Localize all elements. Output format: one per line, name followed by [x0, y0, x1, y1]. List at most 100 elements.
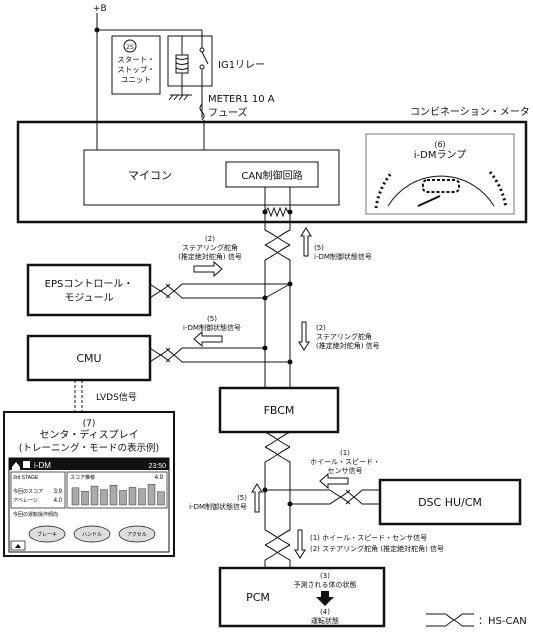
- meter-title: コンビネーション・メータ: [410, 106, 530, 118]
- sig2-top-1: ステアリング舵角: [182, 243, 238, 252]
- sig2-mid-1: ステアリング舵角: [316, 332, 372, 341]
- ss-unit-line-1: スタート・: [117, 55, 155, 64]
- stage-label: 3rd STAGE: [13, 475, 39, 481]
- up-arrow-icon-2: [251, 483, 263, 513]
- gauge-brake-label: ブレーキ: [37, 531, 57, 538]
- dsc-label: DSC HU/CM: [418, 496, 482, 509]
- sig1-dsc-2: センサ信号: [328, 466, 363, 475]
- ss-unit-badge-icon: [123, 39, 137, 53]
- sig5-low-text: i-DM制御状態信号: [189, 502, 247, 511]
- ss-unit-line-3: ユニット: [121, 75, 151, 84]
- power-section: [94, 13, 213, 124]
- sig2-top-2: (推定絶対舵角) 信号: [178, 252, 242, 261]
- fbcm-box: [218, 386, 340, 434]
- sig1-dsc-1: ホイール・スピード・: [310, 458, 380, 466]
- score-bar: [157, 491, 165, 506]
- pcm-4-num: (4): [320, 608, 330, 616]
- chart-top-value: 4.9: [155, 475, 164, 481]
- dsc-box: [378, 478, 522, 526]
- can-circuit-box: [225, 161, 319, 188]
- lamp-panel: [365, 133, 515, 215]
- score-bar: [100, 489, 108, 506]
- fuse-label-2: フューズ: [208, 106, 248, 119]
- down-arrow-icon-3: [294, 529, 306, 559]
- supply-label: +B: [93, 4, 107, 14]
- micon-label: マイコン: [128, 169, 172, 182]
- chart-title: スコア推移: [70, 474, 95, 481]
- down-arrow-icon-2: [298, 321, 310, 351]
- sig1-dsc-num: (1): [340, 449, 350, 457]
- fuse-label: METER1 10 A: [208, 94, 275, 105]
- hs-can-legend-icon: [426, 613, 474, 627]
- fbcm-label: FBCM: [264, 404, 295, 417]
- ops-title: 今回の運転操作傾向: [13, 511, 58, 518]
- ss-unit-line-2: ストップ・: [117, 65, 155, 74]
- can-circuit-label: CAN制御回路: [241, 169, 302, 182]
- pcm-3-text: 予測される体の状態: [294, 580, 357, 589]
- display-screen: i-DM 23:50 3rd STAGE 今回のスコア 3.9 アベレージ 4.…: [8, 457, 170, 553]
- screen-menu-icon: [23, 461, 30, 468]
- lamp-number: (6): [434, 140, 445, 149]
- ig1-relay-box: [167, 35, 213, 87]
- right-arrow-icon: [193, 260, 223, 278]
- sig2-mid-2: (推定絶対舵角) 信号: [316, 341, 380, 350]
- home-icon: [12, 462, 20, 470]
- sig5-top-text: i-DM制御状態信号: [314, 252, 372, 261]
- sig2-low: (2) ステアリング舵角 (推定絶対舵角) 信号: [310, 544, 444, 553]
- left-arrow-icon-2: [319, 472, 349, 490]
- ss-unit-badge: 2S: [126, 44, 134, 51]
- sig5-low-num: (5): [237, 494, 247, 502]
- sig5-mid-num: (5): [207, 315, 217, 323]
- display-subtitle: (トレーニング・モードの表示例): [19, 442, 159, 454]
- pcm-4-text: 運転状態: [311, 616, 339, 625]
- score-label: 今回のスコア: [13, 488, 43, 495]
- combination-meter-box: [16, 120, 528, 224]
- gauge-accel-label: アクセル: [127, 532, 147, 538]
- up-arrow-icon: [300, 227, 312, 257]
- eps-label-1: EPSコントロール・: [45, 279, 134, 290]
- score-bar: [81, 491, 89, 506]
- sig1-low: (1) ホイール・スピード・センサ信号: [310, 533, 427, 542]
- score-bar: [128, 487, 137, 506]
- score-bar: [109, 485, 118, 506]
- termination-resistor: [262, 187, 293, 222]
- pcm-3-num: (3): [320, 572, 330, 580]
- sig2-mid-num: (2): [316, 324, 326, 332]
- avg-value: 4.0: [54, 498, 63, 504]
- gauge-accel: [118, 525, 156, 543]
- hs-can-legend-label: ：HS-CAN: [478, 616, 527, 627]
- lamp-label: i-DMランプ: [414, 149, 466, 161]
- eps-module-box: [26, 263, 152, 317]
- score-bar: [138, 488, 146, 506]
- cmu-label: CMU: [76, 352, 101, 365]
- cmu-box: [26, 334, 152, 382]
- score-bar: [147, 484, 156, 506]
- eps-label-2: モジュール: [64, 293, 113, 304]
- screen-header-title: i-DM: [34, 461, 51, 470]
- sig5-top-num: (5): [314, 244, 324, 252]
- gauge-brake: [28, 525, 66, 543]
- score-value: 3.9: [54, 489, 63, 495]
- screen-header-time: 23:50: [148, 463, 166, 470]
- score-bar: [119, 490, 127, 506]
- display-num: (7): [83, 419, 96, 429]
- down-arrow-icon: [316, 591, 334, 606]
- pcm-box: [218, 566, 386, 628]
- gauge-steering: [73, 525, 111, 543]
- ig1-relay-label: IG1リレー: [218, 60, 265, 71]
- gauge-steering-label: ハンドル: [82, 532, 102, 538]
- lvds-label: LVDS信号: [96, 391, 137, 403]
- micon-box: [83, 149, 340, 206]
- gauge-icon: [374, 171, 508, 209]
- display-title: センタ・ディスプレイ: [39, 428, 138, 441]
- score-bar: [71, 487, 80, 506]
- can-bus: [74, 222, 380, 568]
- sig2-top-num: (2): [205, 235, 215, 243]
- left-arrow-icon: [193, 330, 223, 348]
- score-bars: [71, 484, 165, 506]
- up-caret-icon: [15, 544, 21, 548]
- sig5-mid-text: i-DM制御状態信号: [183, 323, 241, 332]
- score-bar: [90, 485, 99, 506]
